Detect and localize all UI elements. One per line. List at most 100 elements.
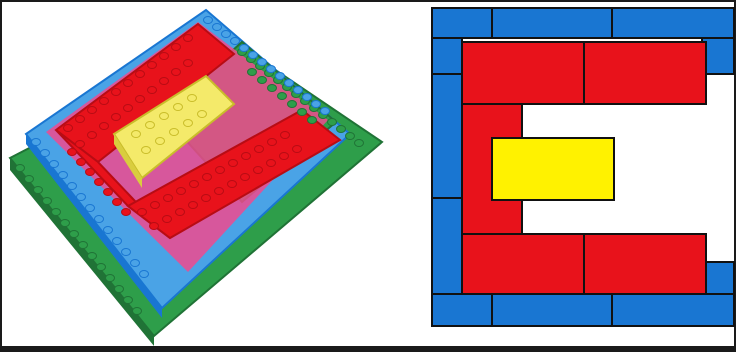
red-stud bbox=[76, 116, 85, 123]
green-stud bbox=[133, 308, 142, 315]
green-stud bbox=[268, 85, 277, 92]
blue-stud bbox=[59, 172, 68, 179]
red-stud bbox=[184, 60, 193, 67]
green-stud bbox=[248, 69, 257, 76]
blue-stud bbox=[231, 38, 240, 45]
red-stud bbox=[86, 169, 95, 176]
yellow-stud bbox=[174, 104, 183, 111]
blue-brick-bottom-right bbox=[612, 294, 734, 326]
yellow-stud bbox=[160, 113, 169, 120]
blue-stud bbox=[86, 205, 95, 212]
green-stud bbox=[61, 220, 70, 227]
green-stud bbox=[288, 101, 297, 108]
red-stud bbox=[88, 107, 97, 114]
red-stud bbox=[163, 216, 172, 223]
yellow-center-brick bbox=[492, 138, 614, 200]
blue-stud bbox=[267, 66, 276, 73]
brick-tower-illustration bbox=[2, 2, 402, 346]
blue-stud bbox=[104, 227, 113, 234]
red-stud bbox=[281, 132, 290, 139]
red-stud bbox=[190, 181, 199, 188]
image-frame bbox=[2, 2, 734, 346]
red-stud bbox=[64, 125, 73, 132]
red-stud bbox=[215, 188, 224, 195]
green-stud bbox=[328, 119, 337, 126]
red-stud bbox=[293, 146, 302, 153]
red-stud bbox=[216, 167, 225, 174]
blue-brick-left-2 bbox=[432, 74, 462, 198]
blue-stud bbox=[258, 59, 267, 66]
red-stud bbox=[150, 223, 159, 230]
green-stud bbox=[106, 275, 115, 282]
red-stud bbox=[100, 123, 109, 130]
red-brick-bottom-left bbox=[462, 234, 584, 294]
green-stud bbox=[258, 77, 267, 84]
blue-brick-bottom-left bbox=[432, 294, 492, 326]
green-stud bbox=[278, 93, 287, 100]
blue-stud bbox=[77, 194, 86, 201]
red-stud bbox=[136, 71, 145, 78]
red-stud bbox=[242, 153, 251, 160]
red-stud bbox=[228, 181, 237, 188]
green-stud bbox=[346, 133, 355, 140]
red-stud bbox=[151, 202, 160, 209]
red-brick-top-left bbox=[462, 42, 584, 104]
green-stud bbox=[16, 165, 25, 172]
green-stud bbox=[70, 231, 79, 238]
yellow-stud bbox=[170, 129, 179, 136]
red-stud bbox=[268, 139, 277, 146]
red-stud bbox=[172, 69, 181, 76]
red-stud bbox=[88, 132, 97, 139]
green-stud bbox=[25, 176, 34, 183]
red-stud bbox=[177, 188, 186, 195]
red-stud bbox=[189, 202, 198, 209]
green-stud bbox=[355, 140, 364, 147]
green-stud bbox=[43, 198, 52, 205]
red-stud bbox=[255, 146, 264, 153]
green-stud bbox=[34, 187, 43, 194]
red-stud bbox=[104, 189, 113, 196]
blue-stud bbox=[131, 260, 140, 267]
blue-stud bbox=[249, 52, 258, 59]
red-stud bbox=[202, 195, 211, 202]
green-stud bbox=[88, 253, 97, 260]
e-layout-diagram bbox=[430, 6, 736, 328]
yellow-stud bbox=[156, 138, 165, 145]
green-stud bbox=[298, 109, 307, 116]
red-stud bbox=[160, 78, 169, 85]
red-stud bbox=[95, 179, 104, 186]
red-stud bbox=[100, 98, 109, 105]
brick-tower-photo bbox=[2, 2, 402, 346]
blue-stud bbox=[41, 150, 50, 157]
red-stud bbox=[164, 195, 173, 202]
red-stud bbox=[203, 174, 212, 181]
green-stud bbox=[337, 126, 346, 133]
red-stud bbox=[112, 114, 121, 121]
red-stud bbox=[241, 174, 250, 181]
red-stud bbox=[112, 89, 121, 96]
red-stud bbox=[267, 160, 276, 167]
green-stud bbox=[97, 264, 106, 271]
red-stud bbox=[136, 96, 145, 103]
yellow-stud bbox=[146, 122, 155, 129]
red-stud bbox=[172, 44, 181, 51]
blue-stud bbox=[312, 101, 321, 108]
red-stud bbox=[68, 149, 77, 156]
e-layout-svg bbox=[430, 6, 736, 328]
blue-stud bbox=[32, 139, 41, 146]
blue-stud bbox=[222, 31, 231, 38]
red-stud bbox=[148, 87, 157, 94]
blue-stud bbox=[113, 238, 122, 245]
green-stud bbox=[52, 209, 61, 216]
red-stud bbox=[124, 105, 133, 112]
blue-stud bbox=[276, 73, 285, 80]
red-stud bbox=[76, 141, 85, 148]
red-stud bbox=[113, 199, 122, 206]
blue-stud bbox=[140, 271, 149, 278]
red-stud bbox=[122, 209, 131, 216]
green-stud bbox=[308, 117, 317, 124]
yellow-stud bbox=[142, 147, 151, 154]
blue-brick-bottom-mid bbox=[492, 294, 612, 326]
green-stud bbox=[124, 297, 133, 304]
red-stud bbox=[184, 35, 193, 42]
